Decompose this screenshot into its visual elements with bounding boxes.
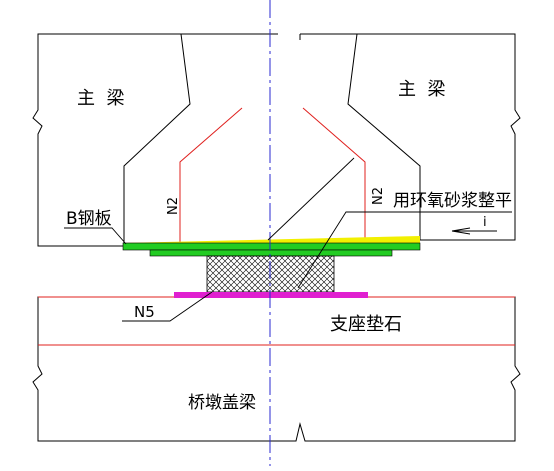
label-b-plate: B钢板 — [66, 209, 112, 229]
label-epoxy-mortar: 用环氧砂浆整平 — [393, 191, 512, 211]
b-steel-plate-lower — [149, 249, 393, 257]
label-slope: i — [483, 215, 487, 230]
label-pier-cap-beam: 桥墩盖梁 — [188, 393, 256, 413]
main-beam-right-outline — [300, 33, 521, 241]
leader-epoxy-1 — [267, 157, 355, 241]
slope-arrow — [451, 227, 497, 235]
n2-rebar-left — [179, 107, 243, 243]
pier-cap-outline — [32, 296, 521, 442]
n2-rebar-right — [302, 107, 366, 243]
label-bearing-pad-stone: 支座垫石 — [330, 314, 402, 335]
b-steel-plate — [122, 242, 421, 251]
embedded-steel-plate — [174, 292, 368, 298]
label-n2-right: N2 — [371, 187, 386, 205]
label-n2-left: N2 — [166, 197, 181, 215]
label-main-beam-left: 主 梁 — [77, 88, 124, 109]
main-beam-left-outline — [32, 33, 191, 247]
leader-n5 — [122, 291, 213, 322]
leader-b-plate — [64, 227, 127, 245]
label-n5: N5 — [134, 303, 155, 321]
label-main-beam-right: 主 梁 — [398, 79, 445, 100]
top-break-mark — [181, 33, 301, 40]
leader-epoxy-2 — [297, 211, 512, 289]
